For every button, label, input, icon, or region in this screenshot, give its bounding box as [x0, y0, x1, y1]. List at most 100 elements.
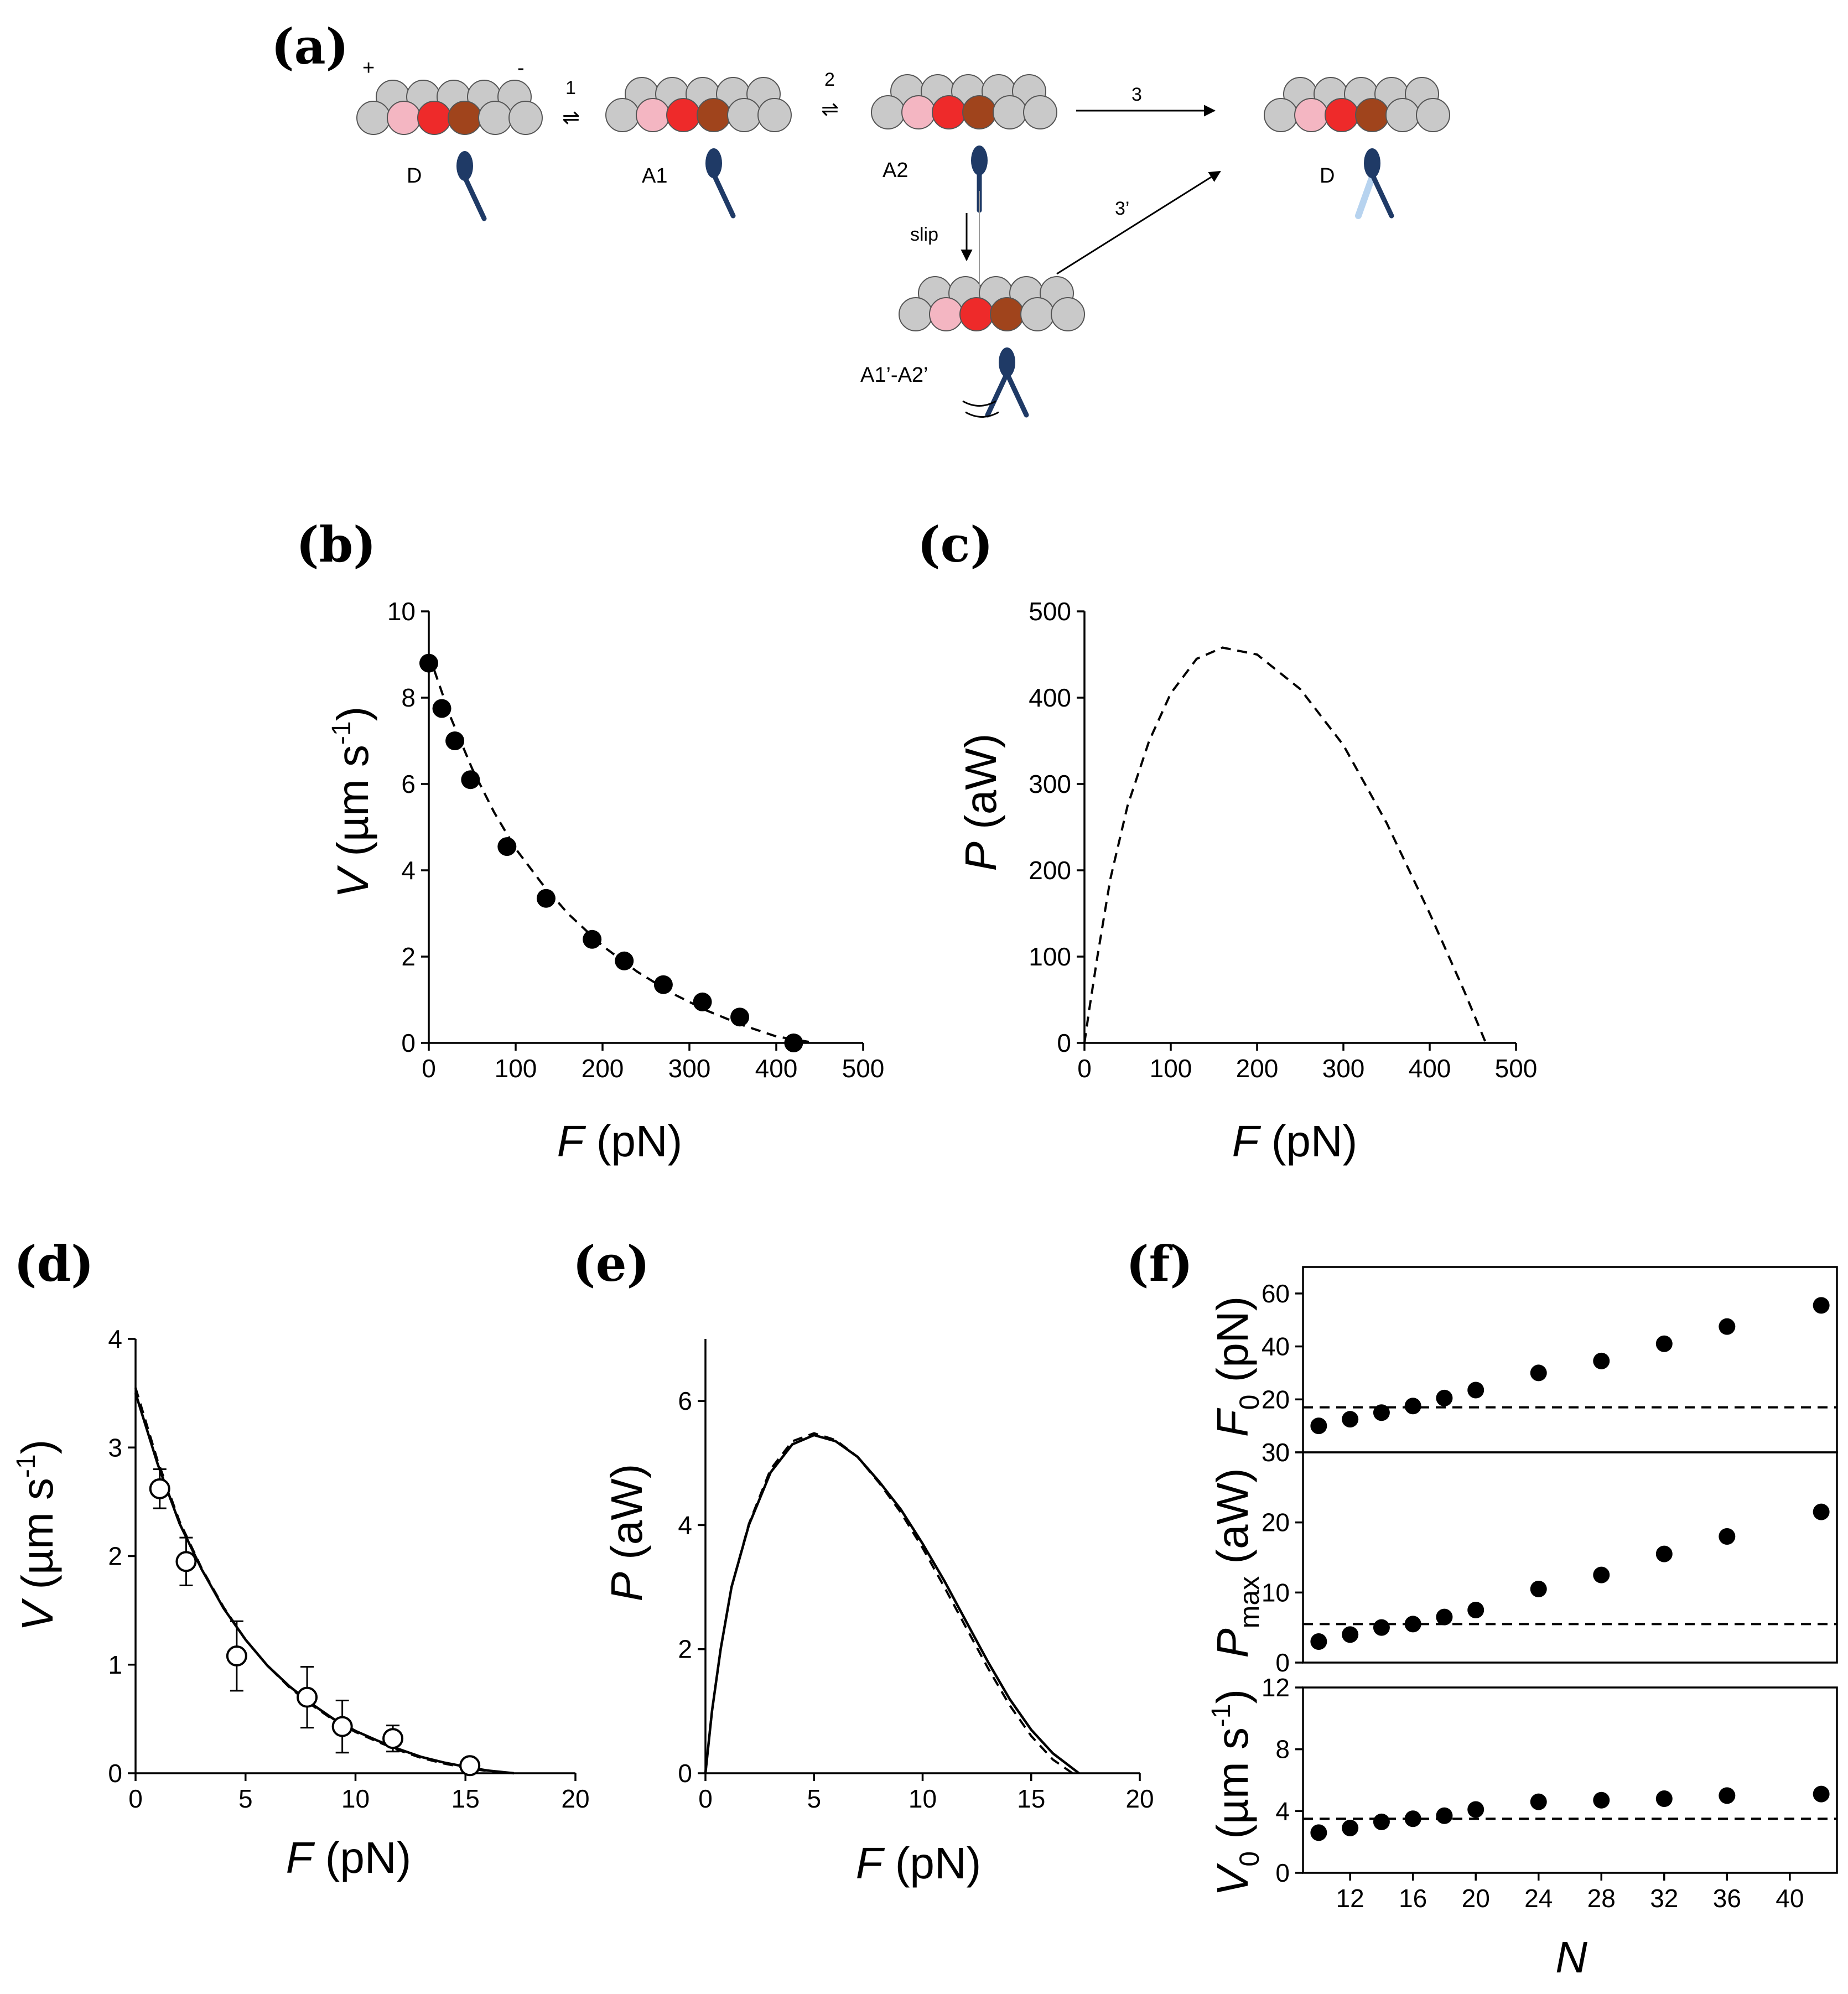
actin-monomer	[1294, 98, 1328, 132]
chart-b-ylabel-var: V	[328, 865, 377, 898]
chart-d-x-tick-label: 0	[128, 1784, 143, 1813]
chart-c-xlabel-unit: (pN)	[1259, 1117, 1358, 1166]
panel-a-label: (a)	[271, 18, 349, 75]
chart-f1-data-point	[1404, 1398, 1421, 1415]
chart-d-x-tick-label: 20	[561, 1784, 589, 1813]
actin-monomer	[1023, 95, 1057, 129]
state-label-a2: A2	[883, 159, 908, 182]
actin-monomer	[1385, 98, 1420, 132]
myosin-head	[456, 151, 473, 181]
chart-e-x-tick-label: 5	[807, 1784, 821, 1813]
actin-monomer	[1264, 98, 1298, 132]
chart-b-data-point	[445, 731, 465, 750]
chart-f1-y-tick-label: 20	[1262, 1385, 1290, 1414]
chart-c-y-tick-label: 300	[1029, 770, 1071, 798]
chart-f2-y-tick-label: 20	[1262, 1508, 1290, 1537]
myosin-lever-arm	[985, 371, 1010, 418]
step-1-label: 1	[565, 77, 576, 98]
chart-f3-data-point	[1655, 1790, 1673, 1807]
actin-monomer	[417, 101, 451, 135]
chart-f2-frame	[1302, 1451, 1838, 1664]
chart-d-data-point	[175, 1551, 197, 1572]
actin-monomer	[448, 101, 482, 135]
chart-d-ylabel: V (µm s-1)	[12, 1440, 62, 1632]
chart-d-y-tick-label: 2	[108, 1542, 122, 1571]
chart-e-x-tick-label: 10	[909, 1784, 937, 1813]
chart-b-x-tick-label: 300	[668, 1054, 711, 1083]
actin-monomer	[727, 98, 761, 132]
chart-f3-data-point	[1719, 1787, 1736, 1804]
chart-d-ylabel-var: V	[13, 1598, 62, 1631]
chart-f3-data-point	[1530, 1793, 1547, 1810]
chart-e-xlabel-unit: (pN)	[883, 1839, 982, 1888]
chart-b-data-point	[784, 1034, 803, 1052]
chart-e-ylabel: P (aW)	[602, 1464, 651, 1602]
actin-monomer	[508, 101, 543, 135]
chart-b-data-point	[583, 930, 602, 949]
actin-monomer	[962, 95, 996, 129]
chart-f3-x-tick-label: 28	[1587, 1884, 1616, 1913]
chart-e-power-curve-dashed	[704, 1432, 1073, 1774]
actin-monomer	[993, 95, 1027, 129]
chart-c-x-tick-label: 300	[1322, 1054, 1365, 1083]
actin-monomer	[478, 101, 512, 135]
chart-f3-x-tick-label: 40	[1776, 1884, 1804, 1913]
chart-f1-y-tick-label: 60	[1262, 1279, 1290, 1308]
chart-b-data-point	[653, 975, 673, 994]
chart-e-x-tick-label: 20	[1125, 1784, 1154, 1813]
chart-b-x-tick-label: 500	[842, 1054, 885, 1083]
chart-f2-data-point	[1342, 1626, 1359, 1643]
chart-d-y-tick-label: 0	[108, 1759, 122, 1788]
chart-f3-data-point	[1593, 1792, 1610, 1809]
actin-monomer	[1020, 297, 1055, 331]
chart-f3-y-tick-label: 4	[1275, 1796, 1290, 1825]
chart-b-data-point	[419, 653, 438, 673]
state-label-d2: D	[1320, 164, 1335, 188]
actin-monomer	[697, 98, 731, 132]
chart-d-ylabel-sup: -1	[12, 1454, 41, 1478]
myosin-lever-arm	[462, 174, 487, 221]
actin-monomer	[990, 297, 1024, 331]
chart-f2-data-point	[1593, 1566, 1610, 1583]
chart-e-power-curve-solid	[704, 1434, 1080, 1774]
chart-f1-data-point	[1813, 1297, 1830, 1314]
chart-f-top-ylabel: F0 (pN)	[1208, 1296, 1265, 1437]
actin-monomer	[666, 98, 700, 132]
chart-f3-frame	[1302, 1686, 1838, 1874]
minus-end-label: -	[517, 56, 525, 80]
chart-f3-x-tick-label: 16	[1399, 1884, 1427, 1913]
oscillation-icon	[962, 400, 999, 418]
chart-c-xlabel: F (pN)	[1232, 1117, 1358, 1166]
chart-f-bottom-ylabel: V0 (µm s-1)	[1207, 1689, 1265, 1896]
chart-f1-data-point	[1655, 1335, 1673, 1352]
actin-monomer	[959, 297, 994, 331]
chart-c-x-tick-label: 0	[1077, 1054, 1092, 1083]
chart-f3-x-tick-label: 20	[1462, 1884, 1490, 1913]
chart-f-bottom-ylabel-sup: -1	[1207, 1704, 1236, 1727]
chart-b-x-tick-label: 400	[755, 1054, 798, 1083]
actomyosin-d1	[356, 80, 543, 221]
plus-end-label: +	[362, 56, 375, 80]
panel-e-label: (e)	[573, 1235, 650, 1292]
chart-f-middle-ylabel-unit: (aW)	[1208, 1468, 1257, 1576]
actomyosin-a2	[871, 74, 1057, 213]
chart-e-y-tick-label: 0	[678, 1759, 692, 1788]
chart-f3-x-tick-label: 12	[1336, 1884, 1364, 1913]
chart-f3-data-point	[1404, 1810, 1421, 1827]
chart-d-xlabel-unit: (pN)	[313, 1833, 412, 1882]
slip-label: slip	[910, 224, 938, 245]
chart-f-bottom-ylabel-close: )	[1208, 1689, 1257, 1704]
panel-b-label: (b)	[296, 516, 376, 573]
chart-f3-x-tick-label: 24	[1524, 1884, 1553, 1913]
chart-e-y-tick-label: 4	[678, 1510, 692, 1539]
chart-d-fit-solid	[134, 1393, 514, 1775]
chart-c-x-tick-label: 400	[1409, 1054, 1451, 1083]
state-label-a1: A1	[642, 164, 667, 188]
chart-e-x-tick-label: 0	[698, 1784, 713, 1813]
chart-c-y-tick-label: 200	[1029, 856, 1071, 885]
